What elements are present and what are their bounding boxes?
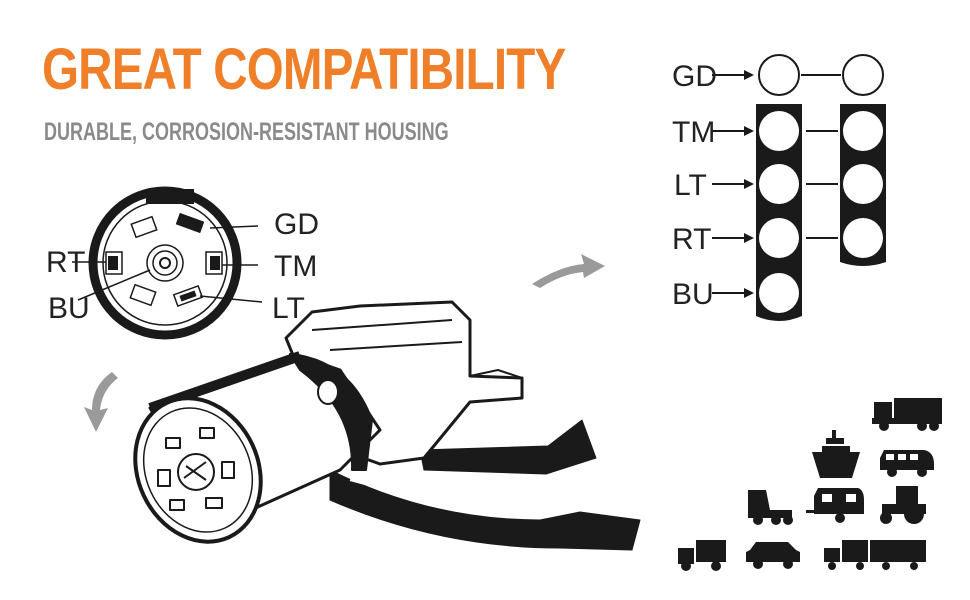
pin-gd-right: [842, 54, 884, 96]
curved-arrow-right-icon: [532, 254, 605, 288]
box-truck-icon: [678, 540, 726, 571]
van-icon: [880, 450, 934, 477]
pin-label-gd: GD: [672, 60, 717, 93]
semi-truck-icon: [748, 490, 793, 525]
dump-truck-icon: [872, 398, 942, 431]
socket-label-tm: TM: [274, 250, 317, 283]
vehicle-icons: [678, 398, 942, 571]
page-title: GREAT COMPATIBILITY: [42, 37, 566, 102]
socket-label-gd: GD: [274, 208, 319, 241]
socket-label-rt: RT: [46, 246, 85, 279]
socket-label-bu: BU: [48, 292, 90, 325]
pin-bu-left: [759, 273, 799, 313]
pin-gd-left: [758, 54, 800, 96]
socket-face-diagram: [72, 186, 263, 340]
camper-trailer-icon: [806, 488, 864, 523]
ship-icon: [812, 430, 860, 478]
curved-arrow-left-icon: [84, 372, 118, 432]
suv-icon: [746, 542, 800, 569]
pin-tm-right: [843, 111, 883, 151]
pin-label-tm: TM: [672, 116, 715, 149]
pin-rt-right: [843, 218, 883, 258]
pin-tm-left: [759, 111, 799, 151]
truck-with-trailer-icon: [824, 540, 926, 570]
pin-label-rt: RT: [672, 223, 711, 256]
pin-lt-right: [843, 164, 883, 204]
page-subtitle: DURABLE, CORROSION-RESISTANT HOUSING: [44, 118, 449, 146]
pin-label-lt: LT: [674, 169, 707, 202]
socket-label-lt: LT: [272, 292, 305, 325]
pin-label-bu: BU: [672, 278, 714, 311]
pin-lt-left: [759, 164, 799, 204]
tractor-icon: [880, 486, 926, 524]
pin-rt-left: [759, 218, 799, 258]
plug-illustration: [133, 300, 641, 551]
pin-chart: [712, 54, 886, 321]
